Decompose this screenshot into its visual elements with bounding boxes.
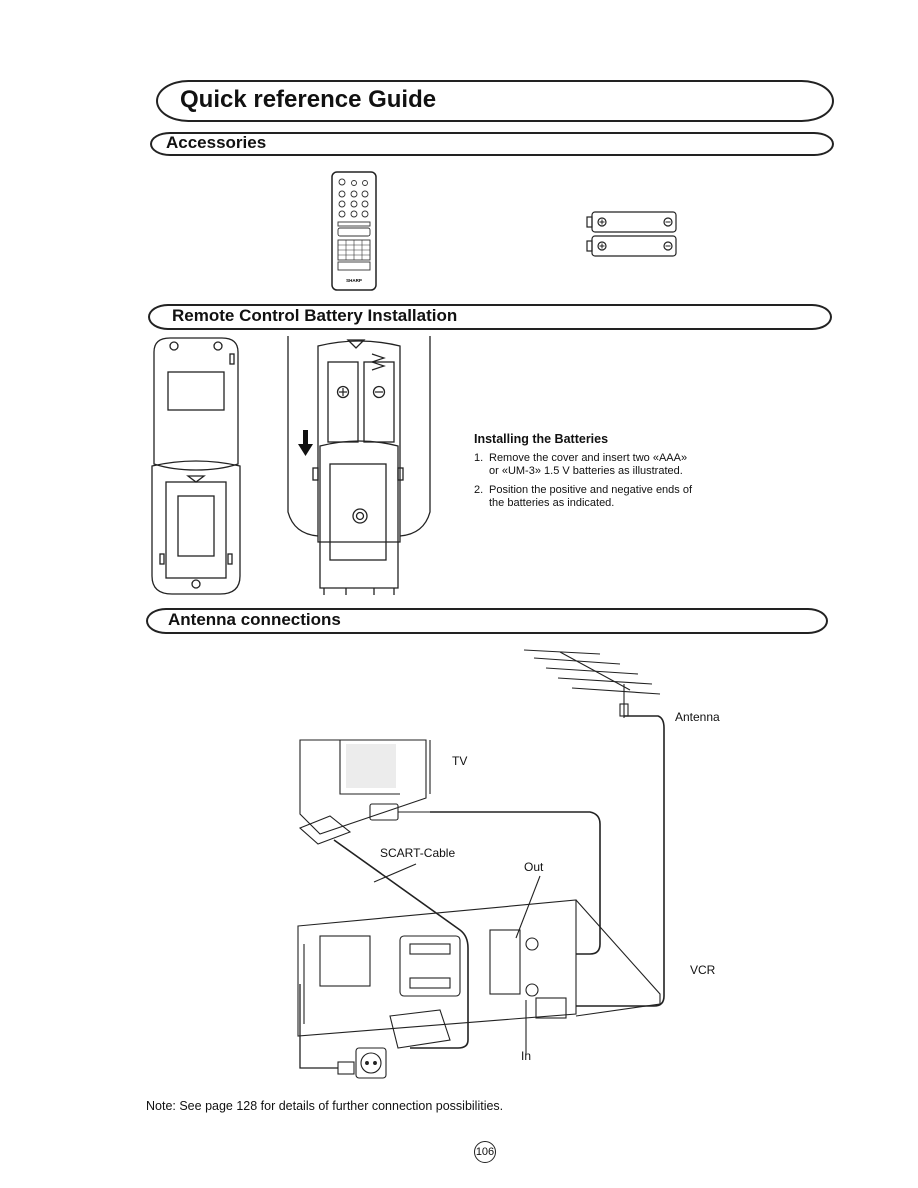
- remote-control-image: SHARP: [331, 171, 377, 291]
- footnote: Note: See page 128 for details of furthe…: [146, 1099, 504, 1113]
- remote-back-cover-image: [151, 337, 241, 595]
- tv-label: TV: [452, 754, 468, 768]
- antenna-section-banner: [146, 608, 828, 634]
- batteries-image: [586, 211, 677, 257]
- install-step-2: 2. Position the positive and negative en…: [474, 484, 694, 509]
- scart-cable-label: SCART-Cable: [380, 846, 456, 860]
- step-number: 2.: [474, 484, 484, 496]
- accessories-title: Accessories: [166, 133, 267, 152]
- battery-compartment-image: [287, 336, 431, 595]
- in-label: In: [521, 1049, 532, 1063]
- step-text: Position the positive and negative ends …: [489, 484, 693, 509]
- tv-icon: [299, 739, 431, 835]
- antenna-connection-diagram: [297, 649, 665, 1079]
- vcr-label: VCR: [690, 963, 716, 977]
- step-number: 1.: [474, 452, 484, 464]
- page-number: 106: [474, 1141, 496, 1163]
- accessories-banner: [150, 132, 834, 156]
- battery-section-title: Remote Control Battery Installation: [172, 306, 458, 325]
- antenna-icon: [523, 649, 661, 718]
- page-title: Quick reference Guide: [180, 86, 437, 113]
- step-text: Remove the cover and insert two «AAA» or…: [489, 452, 688, 477]
- title-banner: [156, 80, 834, 122]
- remote-brand-logo: SHARP: [346, 278, 362, 283]
- install-step-1: 1. Remove the cover and insert two «AAA»…: [474, 452, 694, 477]
- install-batteries-heading: Installing the Batteries: [474, 432, 609, 446]
- battery-section-banner: [148, 304, 832, 330]
- antenna-label: Antenna: [675, 710, 720, 724]
- out-label: Out: [524, 860, 544, 874]
- vcr-icon: [297, 899, 661, 1037]
- install-steps-list: 1. Remove the cover and insert two «AAA»…: [474, 452, 694, 516]
- antenna-section-title: Antenna connections: [168, 610, 341, 629]
